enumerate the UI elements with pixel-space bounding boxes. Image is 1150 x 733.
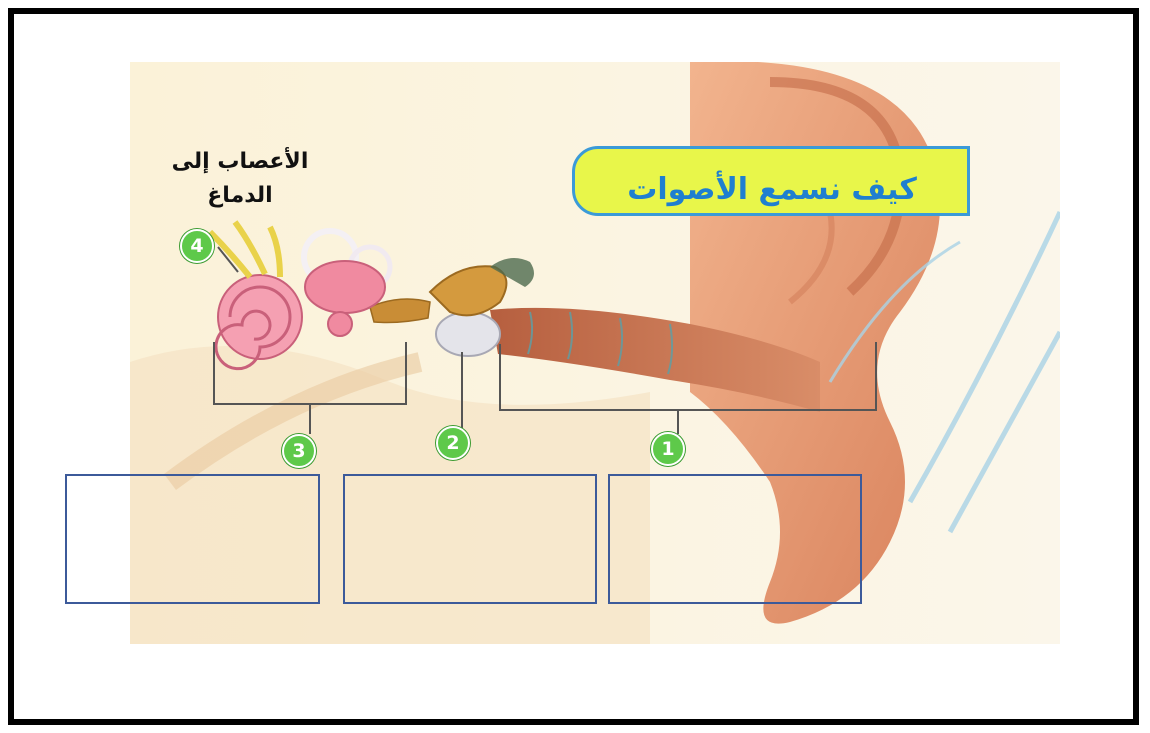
answer-box-1[interactable] — [608, 474, 862, 604]
label-4: 4 — [180, 229, 214, 263]
answer-box-3[interactable] — [65, 474, 320, 604]
eardrum — [436, 312, 500, 356]
nerves-label: الأعصاب إلى الدماغ — [150, 145, 330, 213]
diagram-title: كيف نسمع الأصوات — [600, 172, 944, 207]
label-1: 1 — [651, 432, 685, 466]
answer-box-2[interactable] — [343, 474, 597, 604]
label-3: 3 — [282, 434, 316, 468]
label-2: 2 — [436, 426, 470, 460]
